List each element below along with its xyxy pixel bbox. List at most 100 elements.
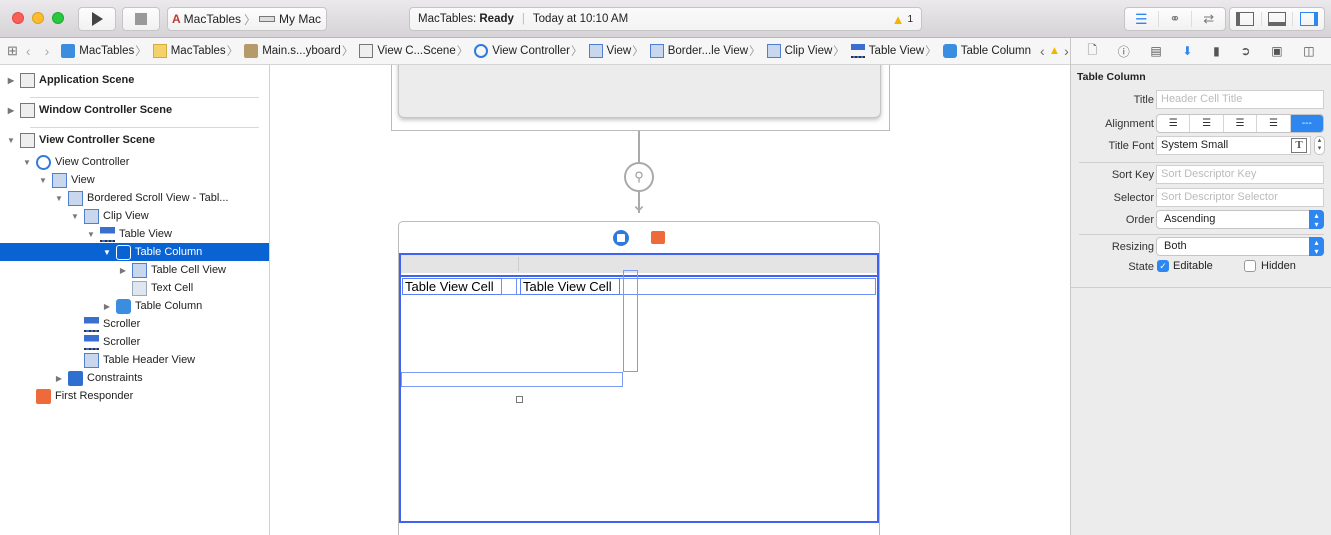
outline-item[interactable]: ▼Clip View [0, 207, 269, 225]
breadcrumb-item[interactable]: Table Column [942, 44, 1031, 58]
bindings-inspector-icon[interactable]: ▣ [1271, 44, 1283, 58]
disclosure-triangle-icon[interactable]: ▼ [87, 229, 95, 239]
size-inspector-icon[interactable]: ▮ [1213, 44, 1220, 58]
vertical-scroller[interactable] [623, 270, 638, 372]
resizing-popup[interactable]: Both▴▾ [1156, 237, 1324, 256]
disclosure-triangle-icon[interactable]: ▶ [103, 301, 111, 311]
selector-field[interactable]: Sort Descriptor Selector [1156, 188, 1324, 207]
standard-editor-icon[interactable]: ☰ [1135, 10, 1148, 27]
table-view-cell[interactable]: Table View Cell [402, 278, 502, 295]
assistant-editor-icon[interactable]: ⚭ [1157, 11, 1192, 27]
outline-item[interactable]: ▼Bordered Scroll View - Tabl... [0, 189, 269, 207]
breadcrumb-item[interactable]: MacTables〉 [61, 43, 149, 59]
outline-item[interactable]: Table Header View [0, 351, 269, 369]
sort-key-field[interactable]: Sort Descriptor Key [1156, 165, 1324, 184]
close-window-button[interactable] [12, 12, 24, 24]
disclosure-triangle-icon[interactable]: ▼ [71, 211, 79, 221]
disclosure-triangle-icon[interactable]: ▼ [23, 157, 31, 167]
table-view-icon [850, 44, 865, 58]
attributes-inspector-icon[interactable]: ⬇ [1182, 44, 1193, 58]
title-font-field[interactable]: System Small T [1156, 136, 1311, 155]
outline-item[interactable]: ▶Table Column [0, 297, 269, 315]
identity-inspector-icon[interactable]: ▤ [1150, 44, 1162, 58]
font-picker-icon[interactable]: T [1291, 138, 1307, 153]
breadcrumb-item[interactable]: View〉 [588, 43, 647, 59]
outline-item[interactable]: First Responder [0, 387, 269, 405]
segue-relationship-icon[interactable]: ⚲ [624, 162, 654, 192]
table-view-cell[interactable]: Table View Cell [520, 278, 620, 295]
back-button[interactable]: ‹ [25, 43, 31, 59]
debug-toggle-icon[interactable] [1260, 12, 1293, 26]
breadcrumb-item[interactable]: View C...Scene〉 [359, 43, 471, 59]
outline-item[interactable]: Scroller [0, 333, 269, 351]
navigator-toggle-icon[interactable] [1230, 12, 1261, 26]
horizontal-scroller[interactable] [401, 372, 623, 387]
disclosure-triangle-icon[interactable]: ▶ [55, 373, 63, 383]
outline-item[interactable]: ▶Window Controller Scene [0, 101, 269, 119]
scroll-view[interactable]: Table View Cell Table View Cell [399, 253, 879, 523]
align-right-icon[interactable]: ☰ [1224, 115, 1258, 132]
disclosure-triangle-icon[interactable]: ▶ [7, 105, 15, 115]
file-inspector-icon[interactable]: 🗋 [1087, 42, 1097, 57]
zoom-window-button[interactable] [52, 12, 64, 24]
breadcrumb-item[interactable]: Clip View〉 [766, 43, 848, 59]
outline-item[interactable]: Text Cell [0, 279, 269, 297]
window-preview[interactable] [398, 65, 881, 118]
window-controller-scene[interactable] [391, 65, 890, 131]
title-field[interactable]: Header Cell Title [1156, 90, 1324, 109]
warning-indicator[interactable]: ▲1 [892, 12, 913, 27]
run-button[interactable] [78, 7, 116, 31]
first-responder-icon[interactable] [651, 231, 665, 244]
stop-button[interactable] [122, 7, 160, 31]
title-font-label: Title Font [1108, 140, 1154, 152]
breadcrumb-item[interactable]: Border...le View〉 [649, 43, 764, 59]
font-size-stepper[interactable]: ▴▾ [1314, 136, 1325, 155]
alignment-control[interactable]: ☰ ☰ ☰ ☰ --- [1156, 114, 1324, 133]
disclosure-triangle-icon[interactable]: ▶ [7, 75, 15, 85]
disclosure-triangle-icon[interactable]: ▼ [55, 193, 63, 203]
outline-item[interactable]: ▼Table Column [0, 243, 269, 261]
view-icon [68, 190, 83, 206]
outline-item[interactable]: ▼View [0, 171, 269, 189]
table-header-view[interactable] [401, 255, 877, 273]
order-popup[interactable]: Ascending▴▾ [1156, 210, 1324, 229]
storyboard-canvas[interactable]: ⚲ ⌄ Table View Cell Table View Cell [271, 65, 1070, 535]
hidden-checkbox[interactable]: Hidden [1244, 260, 1296, 272]
disclosure-triangle-icon[interactable]: ▼ [39, 175, 47, 185]
outline-item[interactable]: ▶Constraints [0, 369, 269, 387]
related-items-icon[interactable]: ⊞ [7, 43, 18, 58]
breadcrumb-item[interactable]: View Controller〉 [474, 43, 585, 59]
document-outline: ▶Application Scene ▶Window Controller Sce… [0, 65, 270, 535]
editable-checkbox[interactable]: ✓ Editable [1157, 260, 1213, 272]
warning-icon[interactable]: ▲ [1048, 45, 1061, 57]
outline-item[interactable]: ▶Table Cell View [0, 261, 269, 279]
outline-item[interactable]: ▼View Controller [0, 153, 269, 171]
view-controller-scene[interactable]: Table View Cell Table View Cell [398, 221, 880, 535]
outline-item[interactable]: ▼Table View [0, 225, 269, 243]
quick-help-icon[interactable]: ⓘ [1117, 44, 1130, 59]
utilities-toggle-icon[interactable] [1292, 12, 1324, 26]
previous-issue-button[interactable]: ‹ [1040, 43, 1045, 59]
breadcrumb-item[interactable]: Main.s...yboard〉 [244, 43, 356, 59]
view-effects-icon[interactable]: ◫ [1303, 44, 1315, 58]
breadcrumb-item[interactable]: Table View〉 [850, 43, 940, 59]
align-natural-button[interactable]: --- [1290, 115, 1323, 132]
next-issue-button[interactable]: › [1064, 43, 1069, 59]
align-center-icon[interactable]: ☰ [1190, 115, 1224, 132]
outline-item[interactable]: Scroller [0, 315, 269, 333]
resize-handle[interactable] [516, 396, 523, 403]
minimize-window-button[interactable] [32, 12, 44, 24]
disclosure-triangle-icon[interactable]: ▼ [103, 247, 111, 257]
scheme-selector[interactable]: A MacTables 〉 My Mac [167, 7, 327, 31]
align-left-icon[interactable]: ☰ [1157, 115, 1191, 132]
align-justify-icon[interactable]: ☰ [1257, 115, 1291, 132]
outline-item[interactable]: ▶Application Scene [0, 71, 269, 89]
version-editor-icon[interactable]: ⇄ [1191, 11, 1225, 27]
forward-button[interactable]: › [44, 43, 50, 59]
disclosure-triangle-icon[interactable]: ▼ [7, 135, 15, 145]
connections-inspector-icon[interactable]: ➲ [1240, 44, 1251, 58]
view-controller-icon[interactable] [613, 230, 629, 246]
breadcrumb-item[interactable]: MacTables〉 [152, 43, 241, 59]
disclosure-triangle-icon[interactable]: ▶ [119, 265, 127, 275]
outline-item[interactable]: ▼View Controller Scene [0, 131, 269, 149]
